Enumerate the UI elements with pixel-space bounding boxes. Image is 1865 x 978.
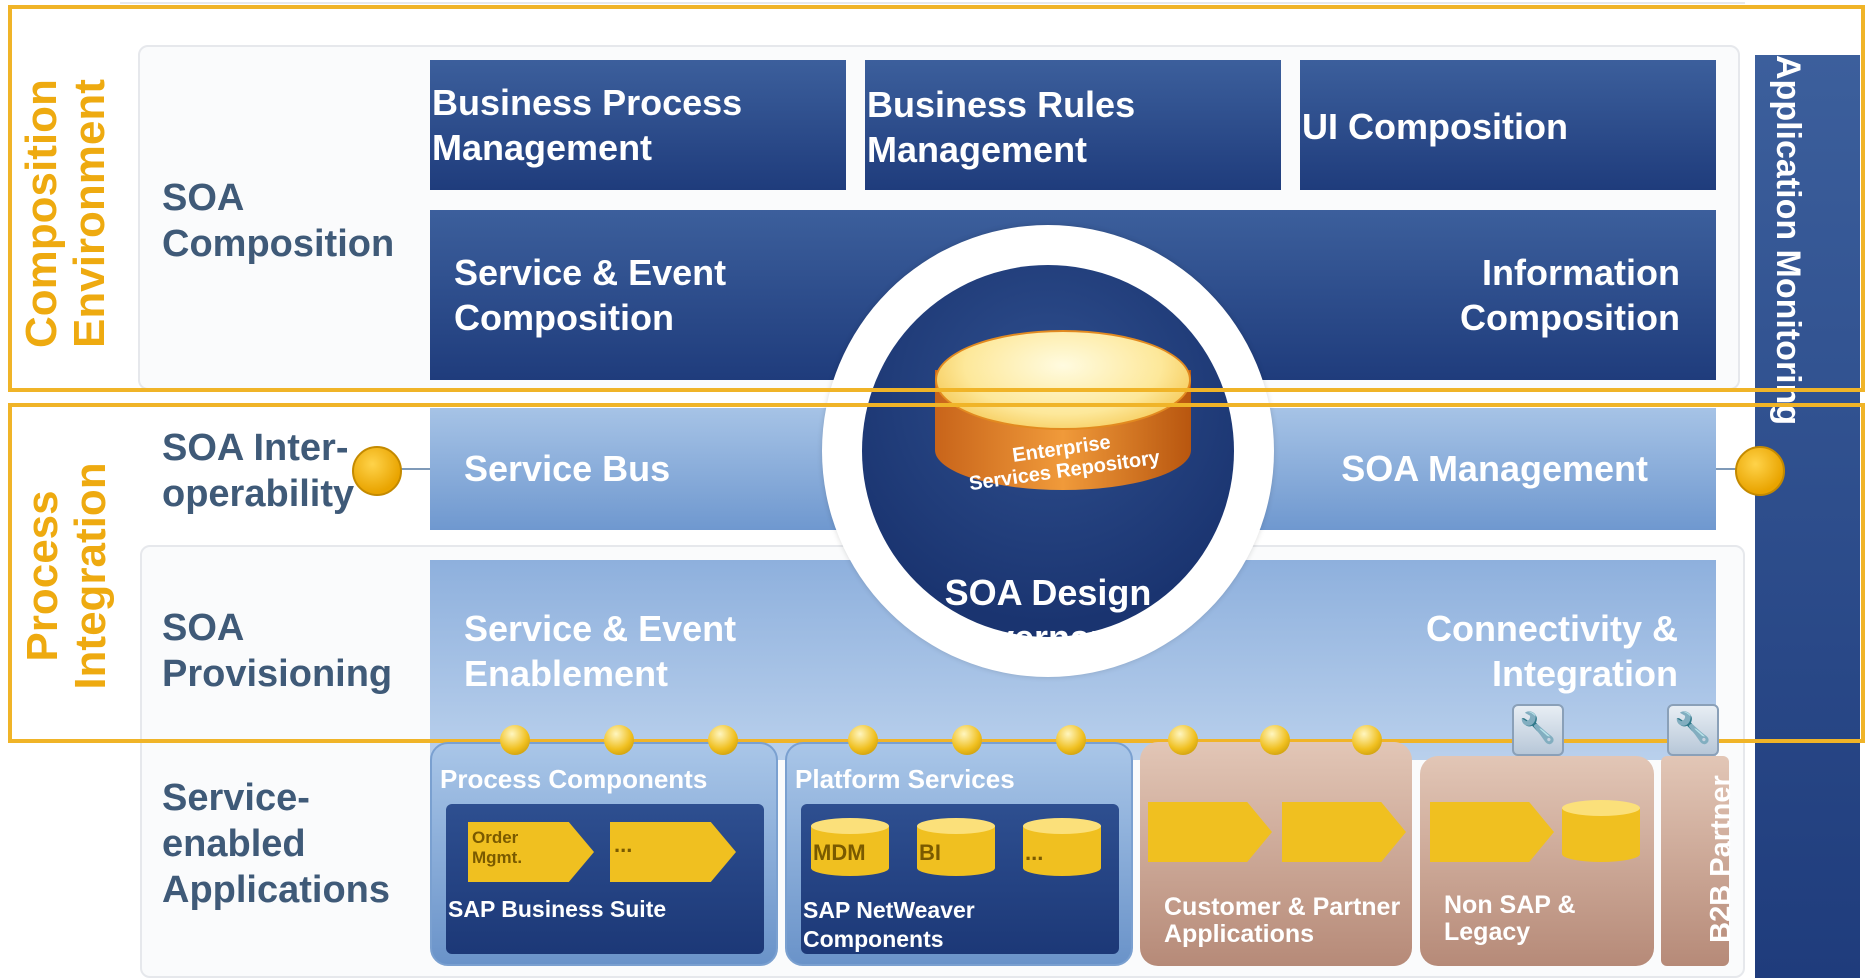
interop-right-dot (1735, 446, 1785, 496)
interop-left-connector (396, 468, 430, 470)
bi-cylinder: BI (917, 818, 995, 876)
service-bus-label: Service Bus (464, 448, 671, 489)
ui-composition-label: UI Composition (1302, 106, 1568, 147)
service-event-composition-label: Service & Event Composition (454, 252, 727, 338)
ui-composition-box: UI Composition (1300, 60, 1716, 190)
customer-arrow-2 (1282, 802, 1406, 862)
connector-dot (500, 725, 530, 755)
connectivity-integration-label: Connectivity & Integration (1425, 608, 1678, 694)
connector-dot (1352, 725, 1382, 755)
service-event-enablement-label: Service & Event Enablement (464, 608, 737, 694)
platform-more-cylinder: ... (1023, 818, 1101, 876)
bpm-box: Business Process Management (430, 60, 846, 190)
platform-more-label: ... (1025, 840, 1044, 865)
row-label-soa-composition: SOA Composition (162, 177, 395, 265)
sap-business-suite-label: SAP Business Suite (448, 896, 667, 922)
b2b-partner-box: B2B Partner (1661, 756, 1737, 966)
order-mgmt-arrow (468, 822, 594, 882)
non-sap-label: Non SAP & Legacy (1444, 891, 1576, 946)
legacy-cylinder (1562, 800, 1640, 862)
connector-dot (952, 725, 982, 755)
soa-management-label: SOA Management (1341, 448, 1648, 489)
bpm-label: Business Process Management (432, 82, 743, 168)
adapter-wrench-icon: 🔧 (1512, 704, 1564, 756)
governance-label: SOA Design Governance (943, 572, 1153, 658)
top-edge (120, 0, 1745, 4)
connector-dot (1260, 725, 1290, 755)
process-integration-label: Process Integration (18, 462, 115, 690)
sap-business-suite-panel: Order Mgmt. ... SAP Business Suite (446, 804, 764, 954)
mdm-label: MDM (813, 840, 866, 865)
connector-dot (1056, 725, 1086, 755)
adapter-wrench-icon: 🔧 (1667, 704, 1719, 756)
connector-dot (848, 725, 878, 755)
connector-dot (708, 725, 738, 755)
b2b-partner-label: B2B Partner (1705, 775, 1737, 943)
connector-dot (604, 725, 634, 755)
application-monitoring-bar (1755, 55, 1860, 978)
process-components-title: Process Components (440, 764, 708, 794)
process-components-box: Process Components Order Mgmt. ... SAP B… (430, 742, 778, 966)
row-label-service-enabled-apps: Service- enabled Applications (162, 777, 391, 911)
brm-box: Business Rules Management (865, 60, 1281, 190)
brm-label: Business Rules Management (867, 84, 1136, 170)
row-label-soa-provisioning: SOA Provisioning (162, 607, 393, 695)
composition-environment-label: Composition Environment (17, 79, 114, 348)
mdm-cylinder: MDM (811, 818, 889, 876)
customer-partner-box: Customer & Partner Applications (1140, 742, 1412, 966)
interop-left-dot (352, 446, 402, 496)
netweaver-label: SAP NetWeaver Components (803, 897, 975, 952)
process-more-arrow (610, 822, 736, 882)
composition-environment-frame (8, 5, 1865, 392)
process-more-label: ... (614, 832, 633, 857)
platform-services-title: Platform Services (795, 764, 1015, 794)
non-sap-box: Non SAP & Legacy (1420, 756, 1654, 966)
order-mgmt-label: Order Mgmt. (472, 828, 523, 867)
row-label-soa-interoperability: SOA Inter- operability (162, 427, 355, 515)
bi-label: BI (919, 840, 941, 865)
netweaver-panel: MDM BI ... SAP NetWeaver Components (801, 804, 1119, 954)
connector-dot (1168, 725, 1198, 755)
customer-partner-label: Customer & Partner Applications (1164, 893, 1401, 948)
customer-arrow-1 (1148, 802, 1272, 862)
non-sap-arrow (1430, 802, 1554, 862)
information-composition-label: Information Composition (1460, 252, 1680, 338)
platform-services-box: Platform Services MDM BI ... SAP NetWeav… (785, 742, 1133, 966)
process-integration-frame (8, 403, 1865, 743)
